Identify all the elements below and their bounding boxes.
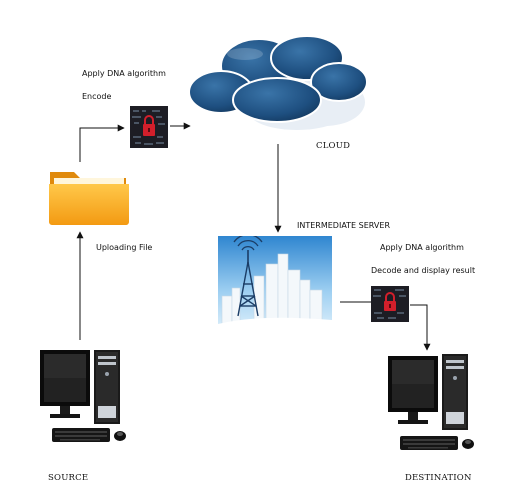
arrow-folder-to-encode <box>79 124 125 162</box>
decryption-lock-icon <box>371 286 409 322</box>
antenna-tower-icon <box>218 236 332 338</box>
encode-label: Encode <box>82 92 112 101</box>
cloud-icon <box>188 35 368 130</box>
uploading-file-label: Uploading File <box>96 243 153 252</box>
arrow-decode-to-destination <box>410 304 431 351</box>
desktop-computer-icon <box>40 350 126 442</box>
desktop-computer-icon <box>388 354 474 450</box>
folder-icon <box>49 172 129 225</box>
source-label: SOURCE <box>48 473 89 483</box>
encryption-lock-icon <box>130 106 168 148</box>
apply-dna-label-right: Apply DNA algorithm <box>380 243 464 252</box>
apply-dna-label-top: Apply DNA algorithm <box>82 69 166 78</box>
cloud-label: CLOUD <box>316 141 351 151</box>
decode-display-label: Decode and display result <box>371 266 476 275</box>
intermediate-server-label: INTERMEDIATE SERVER <box>297 221 390 230</box>
destination-label: DESTINATION <box>405 473 472 483</box>
